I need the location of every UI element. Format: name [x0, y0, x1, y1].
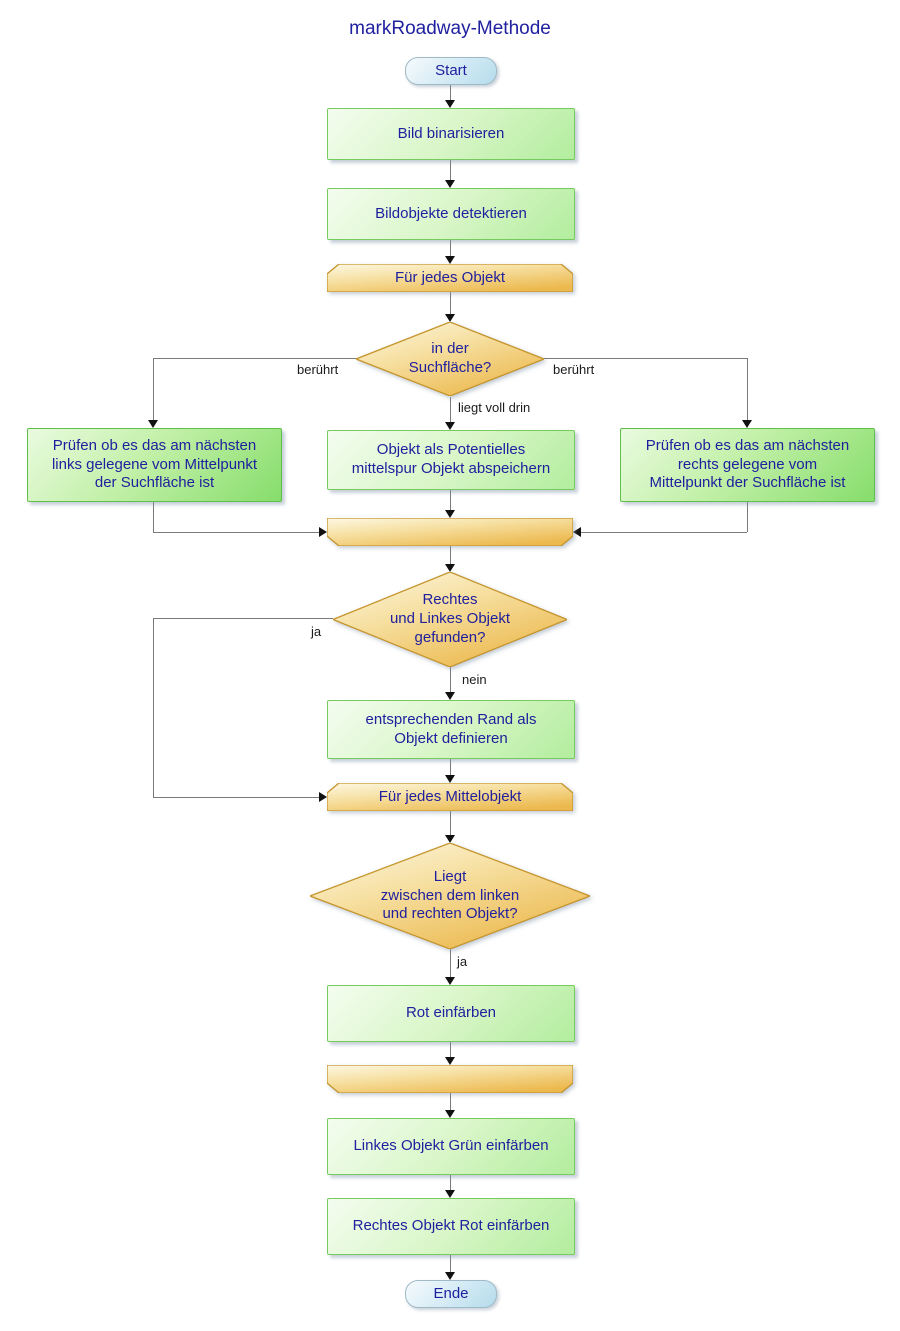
node-rechtes-rot-einfaerben: Rechtes Objekt Rot einfärben	[327, 1198, 575, 1255]
connector-start-binarize	[450, 83, 451, 100]
node-linkes-gruen-einfaerben: Linkes Objekt Grün einfärben	[327, 1118, 575, 1175]
loop-start-shape	[327, 264, 573, 292]
node-ende: Ende	[405, 1280, 497, 1308]
node-label	[327, 518, 573, 546]
node-rand-definieren: entsprechenden Rand als Objekt definiere…	[327, 700, 575, 759]
connector-ja-v	[153, 618, 154, 797]
edge-label-beruehrt-left: berührt	[297, 362, 339, 377]
loop-start-shape	[327, 783, 573, 811]
arrowhead-down	[445, 1057, 455, 1065]
node-label: Prüfen ob es das am nächsten links geleg…	[51, 436, 258, 492]
arrowhead-down	[742, 420, 752, 428]
arrowhead-down	[445, 1272, 455, 1280]
connector-detect-loop	[450, 238, 451, 256]
connector-checkleft-h	[153, 532, 319, 533]
arrowhead-down	[445, 692, 455, 700]
connector-nein	[450, 667, 451, 692]
node-label: Linkes Objekt Grün einfärben	[353, 1137, 549, 1155]
node-start: Start	[405, 57, 497, 85]
arrowhead-down	[445, 314, 455, 322]
node-label: Bild binarisieren	[397, 124, 505, 142]
connector-checkright-v	[747, 500, 748, 532]
node-bild-binarisieren: Bild binarisieren	[327, 108, 575, 160]
node-decision-liegt-zwischen: Liegt zwischen dem linken und rechten Ob…	[310, 843, 590, 949]
arrowhead-down	[148, 420, 158, 428]
arrowhead-down	[445, 1110, 455, 1118]
connector-loopend-decision2	[450, 546, 451, 564]
node-label: Rot einfärben	[405, 1004, 497, 1022]
connector-decision1-left-h	[153, 358, 356, 359]
arrowhead-down	[445, 775, 455, 783]
node-decision-objekte-gefunden: Rechtes und Linkes Objekt gefunden?	[333, 572, 567, 667]
edge-label-nein: nein	[462, 672, 487, 687]
loop-end-shape	[327, 518, 573, 546]
connector-decision3-red	[450, 949, 451, 977]
connector-middle-loopend	[450, 488, 451, 510]
node-pruefen-links: Prüfen ob es das am nächsten links geleg…	[27, 428, 282, 502]
node-label: Ende	[433, 1284, 469, 1302]
connector-decision1-left-v	[153, 358, 154, 420]
node-label: Objekt als Potentielles mittelspur Objek…	[351, 441, 551, 477]
edge-label-ja-between: ja	[457, 954, 468, 969]
connector-rightred-ende	[450, 1252, 451, 1272]
connector-leftgreen-rightred	[450, 1173, 451, 1190]
connector-define-loop2	[450, 757, 451, 775]
arrowhead-down	[445, 100, 455, 108]
node-objekt-abspeichern: Objekt als Potentielles mittelspur Objek…	[327, 430, 575, 490]
connector-binarize-detect	[450, 158, 451, 180]
node-label	[327, 1065, 573, 1093]
connector-checkleft-v	[153, 500, 154, 532]
node-rot-einfaerben: Rot einfärben	[327, 985, 575, 1042]
connector-loop-decision1	[450, 292, 451, 314]
decision-diamond-shape	[356, 322, 544, 396]
node-loop-end-objekt	[327, 518, 573, 546]
node-loop-fuer-jedes-mittelobjekt: Für jedes Mittelobjekt	[327, 783, 573, 811]
node-decision-in-der-suchflaeche: in der Suchfläche?	[356, 322, 544, 396]
node-pruefen-rechts: Prüfen ob es das am nächsten rechts gele…	[620, 428, 875, 502]
connector-decision1-right-h	[544, 358, 747, 359]
arrowhead-left	[573, 527, 581, 537]
arrowhead-down	[445, 977, 455, 985]
edge-label-ja-found: ja	[311, 624, 322, 639]
edge-label-liegt-voll-drin: liegt voll drin	[458, 400, 531, 415]
connector-decision1-middle	[450, 397, 451, 422]
arrowhead-down	[445, 180, 455, 188]
diagram-title: markRoadway-Methode	[349, 18, 551, 39]
node-label: Bildobjekte detektieren	[375, 204, 527, 222]
arrowhead-down	[445, 564, 455, 572]
node-label: in der Suchfläche?	[408, 340, 492, 376]
node-label: Liegt zwischen dem linken und rechten Ob…	[380, 867, 520, 923]
connector-loop2-decision3	[450, 811, 451, 835]
node-loop-fuer-jedes-objekt: Für jedes Objekt	[327, 264, 573, 292]
connector-red-loopend2	[450, 1040, 451, 1057]
decision-diamond-shape	[333, 572, 567, 667]
node-label: entsprechenden Rand als Objekt definiere…	[365, 710, 537, 747]
node-label: Start	[435, 61, 467, 79]
node-label: Rechtes und Linkes Objekt gefunden?	[389, 591, 511, 646]
node-label: Rechtes Objekt Rot einfärben	[352, 1217, 550, 1235]
arrowhead-right	[319, 527, 327, 537]
arrowhead-down	[445, 1190, 455, 1198]
node-label: Für jedes Objekt	[394, 268, 506, 286]
connector-decision1-right-v	[747, 358, 748, 420]
arrowhead-down	[445, 256, 455, 264]
connector-ja-h2	[153, 797, 319, 798]
arrowhead-down	[445, 422, 455, 430]
decision-diamond-shape	[310, 843, 590, 949]
connector-checkright-h	[581, 532, 747, 533]
arrowhead-right	[319, 792, 327, 802]
node-loop-end-mittelobjekt	[327, 1065, 573, 1093]
arrowhead-down	[445, 510, 455, 518]
edge-label-beruehrt-right: berührt	[553, 362, 595, 377]
node-label: Prüfen ob es das am nächsten rechts gele…	[645, 436, 850, 492]
node-label: Für jedes Mittelobjekt	[378, 787, 522, 805]
arrowhead-down	[445, 835, 455, 843]
connector-ja-h1	[153, 618, 333, 619]
loop-end-shape	[327, 1065, 573, 1093]
connector-loopend2-leftgreen	[450, 1093, 451, 1110]
node-bildobjekte-detektieren: Bildobjekte detektieren	[327, 188, 575, 240]
